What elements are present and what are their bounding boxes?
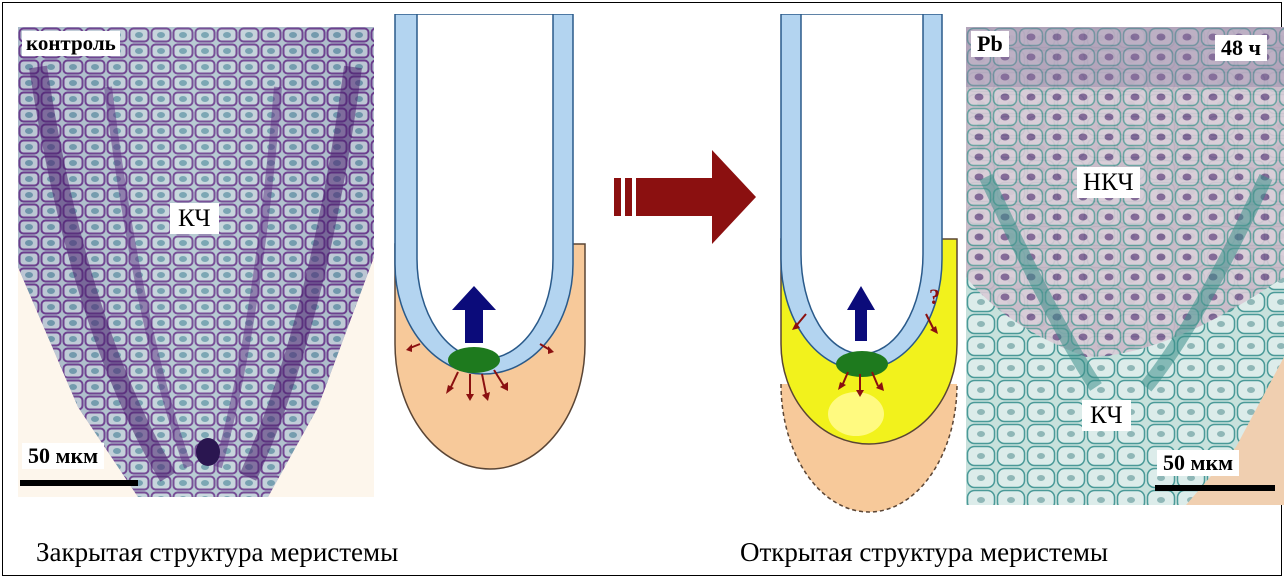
quiescent-center [448,347,500,373]
control-label: контроль [22,31,120,56]
caption-closed: Закрытая структура меристемы [36,537,398,568]
time-label: 48 ч [1215,35,1267,61]
zone-label-kch-left: КЧ [170,203,219,234]
scale-bar-left [20,480,138,486]
scale-label-left: 50 мкм [22,443,104,469]
zone-label-kch-right: КЧ [1082,400,1131,431]
pb-micrograph-image [966,27,1284,505]
open-meristem-diagram: ? [776,14,962,520]
question-mark: ? [929,284,940,309]
scale-bar-right [1155,485,1275,491]
pb-micrograph [966,27,1284,505]
transition-arrow-icon [614,150,756,244]
open-zone-glow [828,392,884,436]
quiescent-center-right [836,351,888,377]
control-micrograph-image [18,27,374,497]
zone-label-nkch: НКЧ [1077,167,1140,198]
closed-meristem-diagram [390,14,590,476]
pb-label: Pb [971,31,1009,57]
scale-label-right: 50 мкм [1157,450,1239,476]
control-micrograph [18,27,374,497]
caption-open: Открытая структура меристемы [740,537,1108,568]
